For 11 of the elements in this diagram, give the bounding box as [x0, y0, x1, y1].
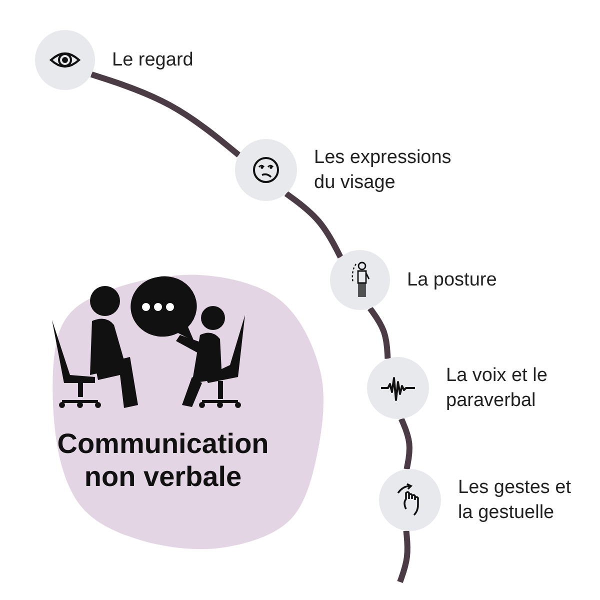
node-label: Communication non verbale: [56, 427, 270, 493]
timeline-connector: [398, 418, 412, 470]
topic-label: La posture: [407, 268, 498, 292]
topic-label: La voix et le paraverbal: [446, 364, 548, 413]
topic-label: Le regard: [112, 48, 194, 72]
timeline-connector: [397, 530, 410, 583]
topic-label: Les expressions du visage: [314, 146, 452, 195]
topic-label: Les gestes et la gestuelle: [458, 476, 572, 525]
timeline-connector: [90, 72, 241, 158]
timeline-connector: [368, 306, 391, 359]
timeline-connector: [284, 191, 344, 259]
